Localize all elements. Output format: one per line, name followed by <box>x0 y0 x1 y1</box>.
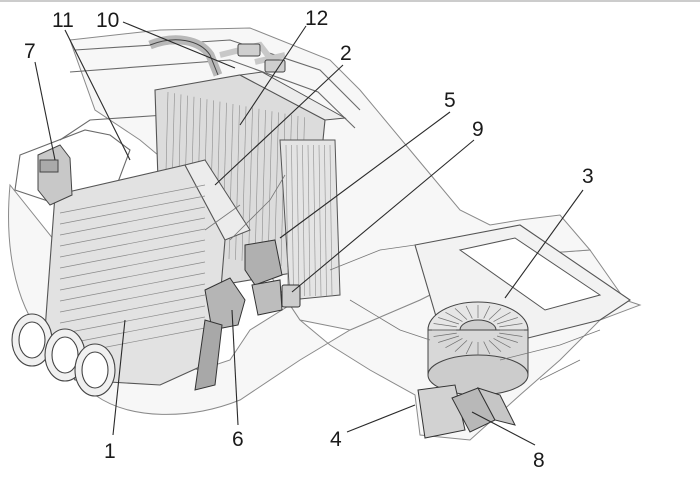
fin-line <box>59 250 206 280</box>
flap-actuator-5 <box>244 239 283 316</box>
leader-12 <box>239 25 307 126</box>
leader-2 <box>214 64 344 186</box>
fin-line <box>488 308 502 320</box>
callout-4: 4 <box>330 428 342 451</box>
housing-louvers <box>59 184 206 357</box>
fin-line <box>59 217 206 247</box>
fin-line <box>483 341 491 355</box>
fin-line <box>445 338 463 348</box>
callout-8: 8 <box>533 449 545 472</box>
fin-line <box>438 335 460 343</box>
callout-2: 2 <box>340 42 352 65</box>
fin-line <box>324 144 327 297</box>
fin-line <box>454 340 468 352</box>
callout-7: 7 <box>24 40 36 63</box>
fin-line <box>59 195 206 225</box>
leader-6 <box>231 309 239 426</box>
fin-line <box>59 184 206 214</box>
fin-line <box>267 111 273 265</box>
leader-5 <box>279 111 451 239</box>
leader-11 <box>64 29 131 161</box>
leader-10 <box>122 21 236 69</box>
leader-lines <box>34 21 584 446</box>
heater-fins <box>285 144 333 297</box>
fin-line <box>59 261 206 291</box>
leader-4 <box>346 404 416 433</box>
leader-1 <box>112 319 126 436</box>
fin-line <box>296 144 300 297</box>
callout-11: 11 <box>52 9 74 32</box>
fin-line <box>59 316 206 346</box>
callout-9: 9 <box>472 118 484 141</box>
fin-line <box>496 317 518 325</box>
callout-10: 10 <box>96 9 119 32</box>
expansion-valve <box>237 43 286 73</box>
fin-line <box>241 106 247 261</box>
fin-line <box>307 144 311 297</box>
fin-line <box>59 206 206 236</box>
leader-8 <box>471 411 536 446</box>
callout-12: 12 <box>305 7 328 30</box>
fin-line <box>59 283 206 313</box>
callout-6: 6 <box>232 428 244 451</box>
fin-line <box>465 341 473 355</box>
fin-line <box>59 272 206 302</box>
leader-3 <box>504 189 584 299</box>
callout-1: 1 <box>104 440 116 463</box>
vent-outlets <box>11 313 116 397</box>
fin-line <box>291 144 294 297</box>
fin-line <box>261 109 266 264</box>
blower-blades <box>432 305 524 355</box>
fin-line <box>493 312 511 322</box>
flap-actuator-9 <box>281 284 301 308</box>
callout-5: 5 <box>444 89 456 112</box>
linkage-lines <box>204 174 601 381</box>
fin-line <box>433 323 457 328</box>
callout-labels: 1 2 3 4 5 6 7 8 9 10 11 12 <box>24 7 594 472</box>
leader-9 <box>291 139 475 293</box>
callout-3: 3 <box>582 165 594 188</box>
fin-line <box>254 108 260 263</box>
fin-line <box>313 144 316 297</box>
fin-line <box>499 332 523 337</box>
fin-line <box>59 228 206 258</box>
fin-line <box>438 317 460 325</box>
fin-line <box>465 305 473 319</box>
fin-line <box>496 335 518 343</box>
fin-line <box>285 144 289 297</box>
fin-line <box>59 294 206 324</box>
fin-line <box>493 338 511 348</box>
fin-line <box>59 239 206 269</box>
fin-line <box>318 144 322 297</box>
fin-line <box>483 305 491 319</box>
blower-control-module <box>451 387 516 433</box>
fin-line <box>59 305 206 335</box>
fin-line <box>488 340 502 352</box>
bracket-assembly <box>37 144 73 206</box>
leader-7 <box>34 61 56 161</box>
flap-actuator-6 <box>194 277 246 391</box>
fin-line <box>499 323 523 328</box>
fin-line <box>329 144 333 297</box>
fin-line <box>248 107 253 262</box>
fin-line <box>445 312 463 322</box>
fin-line <box>454 308 468 320</box>
fin-line <box>433 332 457 337</box>
